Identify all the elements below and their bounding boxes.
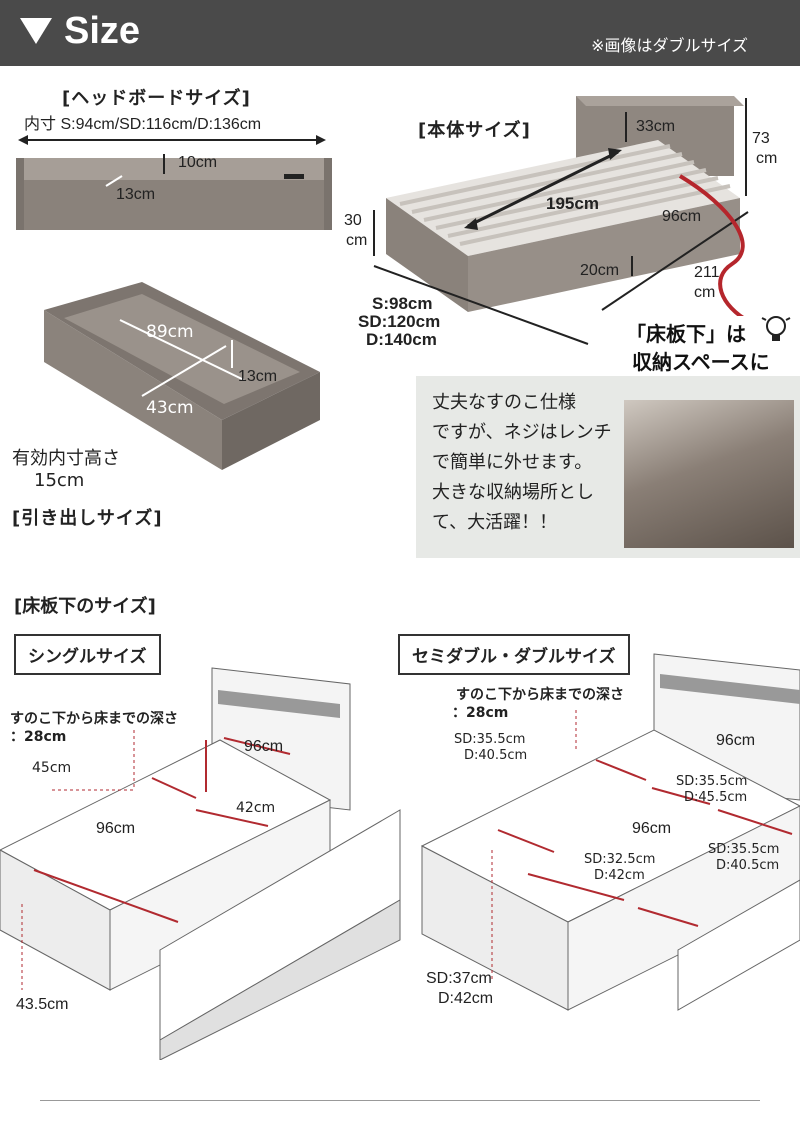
double-mid-sd: SD:32.5cm [584,852,656,867]
single-top-width: 96cm [244,738,284,755]
drawer-depth: 43cm [146,398,194,418]
headboard-title: [ヘッドボードサイズ] [62,88,251,109]
single-gap-42: 42cm [236,800,276,816]
total-length-unit: cm [694,284,716,301]
callout-headline-bg [614,316,800,378]
callout-headline-line2: 収納スペースに [632,350,770,374]
body-size-title: [本体サイズ] [418,120,531,141]
triangle-down-icon [20,18,52,44]
callout-line: て、大活躍！！ [432,512,558,533]
frame-height-unit: cm [346,232,368,249]
double-depth-value: ：28cm [452,705,509,721]
callout-body: 丈夫なすのこ仕様 ですが、ネジはレンチ で簡単に外せます。 大きな収納場所とし … [432,388,632,538]
drawer-height: 13cm [238,368,278,385]
width-semi-double: SD:120cm [358,312,441,331]
headboard-height: 10cm [178,154,218,171]
double-top-width: 96cm [716,732,756,749]
callout-headline-line1: 「床板下」は [626,322,746,346]
total-length-value: 211 [694,264,720,281]
headboard-illustration [16,135,332,230]
headboard-depth: 13cm [116,186,156,203]
page-title: Size [64,10,141,52]
drawer-effective-label: 有効内寸高さ [12,448,120,469]
double-far-d: D:40.5cm [716,858,780,873]
body-width: 96cm [662,208,702,225]
head-height: 33cm [636,118,676,135]
drawer-width: 89cm [146,322,194,342]
lightbulb-icon [761,316,791,341]
bed-frame-illustration [373,96,751,345]
single-mid-width: 96cm [96,820,136,837]
width-single: S:98cm [372,294,433,313]
single-frame-diagram [0,667,401,1060]
headboard-inner-size: 内寸 S:94cm/SD:116cm/D:136cm [24,116,262,133]
bottom-divider [40,1100,760,1101]
double-mid-width: 96cm [632,820,672,837]
double-frame-diagram [420,653,800,1011]
callout-line: 大きな収納場所とし [432,482,594,503]
tab-single-size: シングルサイズ [14,634,161,675]
total-height-value: 73 [752,130,770,147]
double-right-d: D:45.5cm [684,790,748,805]
header-bar [0,0,800,66]
width-double: D:140cm [366,330,437,349]
frame-height-value: 30 [344,212,362,229]
drawer-effective-value: 15cm [34,470,85,491]
single-gap-43-5: 43.5cm [16,996,69,1013]
double-left-sd: SD:35.5cm [454,732,526,747]
total-height-unit: cm [756,150,778,167]
double-depth-label: すのこ下から床までの深さ [456,687,624,703]
double-far-sd: SD:35.5cm [708,842,780,857]
double-left-d: D:40.5cm [464,748,528,763]
callout-line: 丈夫なすのこ仕様 [432,392,576,413]
callout-line: で簡単に外せます。 [432,452,593,473]
drawer-illustration [44,282,320,470]
double-bottom-d: D:42cm [438,990,494,1007]
single-depth-value: ：28cm [10,729,67,745]
drawer-title: [引き出しサイズ] [12,508,163,529]
under-floor-title: [床板下のサイズ] [14,596,156,617]
double-right-sd: SD:35.5cm [676,774,748,789]
storage-photo [624,400,794,548]
double-mid-d: D:42cm [594,868,645,883]
single-gap-45: 45cm [32,760,72,776]
callout-line: ですが、ネジはレンチ [432,422,612,443]
body-length: 195cm [546,194,599,213]
single-depth-label: すのこ下から床までの深さ [10,711,178,727]
double-bottom-sd: SD:37cm [426,970,492,987]
image-note: ※画像はダブルサイズ [591,36,748,55]
tab-double-size: セミダブル・ダブルサイズ [398,634,630,675]
drawer-front-height: 20cm [580,262,620,279]
